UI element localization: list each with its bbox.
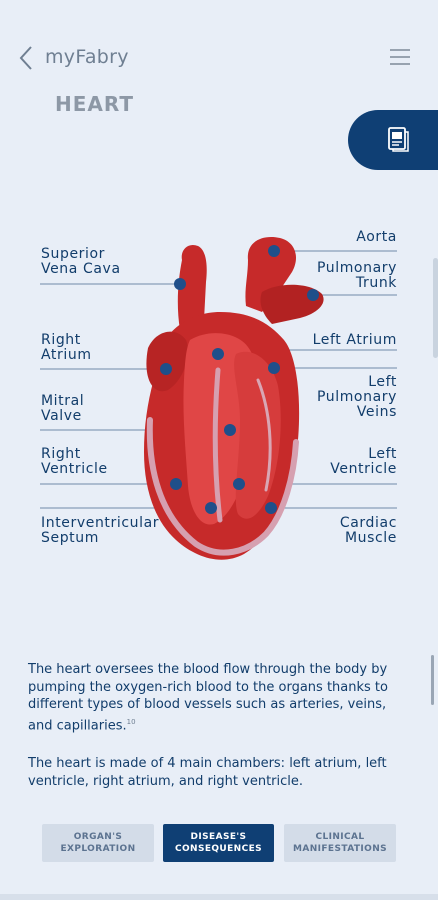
- text-scroll-handle[interactable]: [431, 655, 434, 705]
- label-aorta[interactable]: Aorta: [356, 229, 397, 245]
- label-left-atrium[interactable]: Left Atrium: [312, 332, 397, 348]
- label-left-ventricle[interactable]: Left Ventricle: [330, 446, 397, 477]
- label-mitral-valve[interactable]: Mitral Valve: [41, 393, 85, 424]
- tab-organs-exploration[interactable]: ORGAN'S EXPLORATION: [42, 824, 154, 862]
- app-header: myFabry: [0, 40, 438, 76]
- bottom-bar: [0, 894, 438, 900]
- label-interventricular-septum[interactable]: Interventricular Septum: [41, 515, 160, 546]
- leader-lines: [40, 250, 397, 509]
- document-icon: [388, 127, 409, 152]
- description-paragraph-2: The heart is made of 4 main chambers: le…: [28, 756, 387, 789]
- document-button[interactable]: [348, 110, 438, 170]
- label-superior-vena-cava[interactable]: Superior Vena Cava: [41, 246, 121, 277]
- description-paragraph-1: The heart oversees the blood flow throug…: [28, 662, 388, 733]
- label-cardiac-muscle[interactable]: Cardiac Muscle: [339, 515, 397, 546]
- hamburger-menu-icon: [390, 49, 410, 65]
- back-button[interactable]: [14, 42, 40, 74]
- label-pulmonary-trunk[interactable]: Pulmonary Trunk: [316, 260, 397, 291]
- heart-shape: [144, 236, 324, 560]
- label-left-pulmonary-veins[interactable]: Left Pulmonary Veins: [316, 374, 397, 420]
- page-title: HEART: [55, 92, 135, 116]
- label-right-ventricle[interactable]: Right Ventricle: [41, 446, 108, 477]
- chevron-left-icon: [19, 46, 32, 70]
- heart-illustration: [40, 236, 397, 560]
- heart-diagram: Superior Vena Cava Right Atrium Mitral V…: [0, 220, 438, 580]
- section-tabs: ORGAN'S EXPLORATION DISEASE'S CONSEQUENC…: [0, 824, 438, 862]
- label-right-atrium[interactable]: Right Atrium: [41, 332, 92, 363]
- tab-diseases-consequences[interactable]: DISEASE'S CONSEQUENCES: [163, 824, 274, 862]
- menu-button[interactable]: [388, 46, 412, 68]
- app-title: myFabry: [45, 46, 129, 68]
- reference-marker: 10: [126, 717, 136, 726]
- tab-clinical-manifestations[interactable]: CLINICAL MANIFESTATIONS: [284, 824, 396, 862]
- side-scroll-handle[interactable]: [433, 258, 438, 358]
- marker-dots: [160, 245, 319, 514]
